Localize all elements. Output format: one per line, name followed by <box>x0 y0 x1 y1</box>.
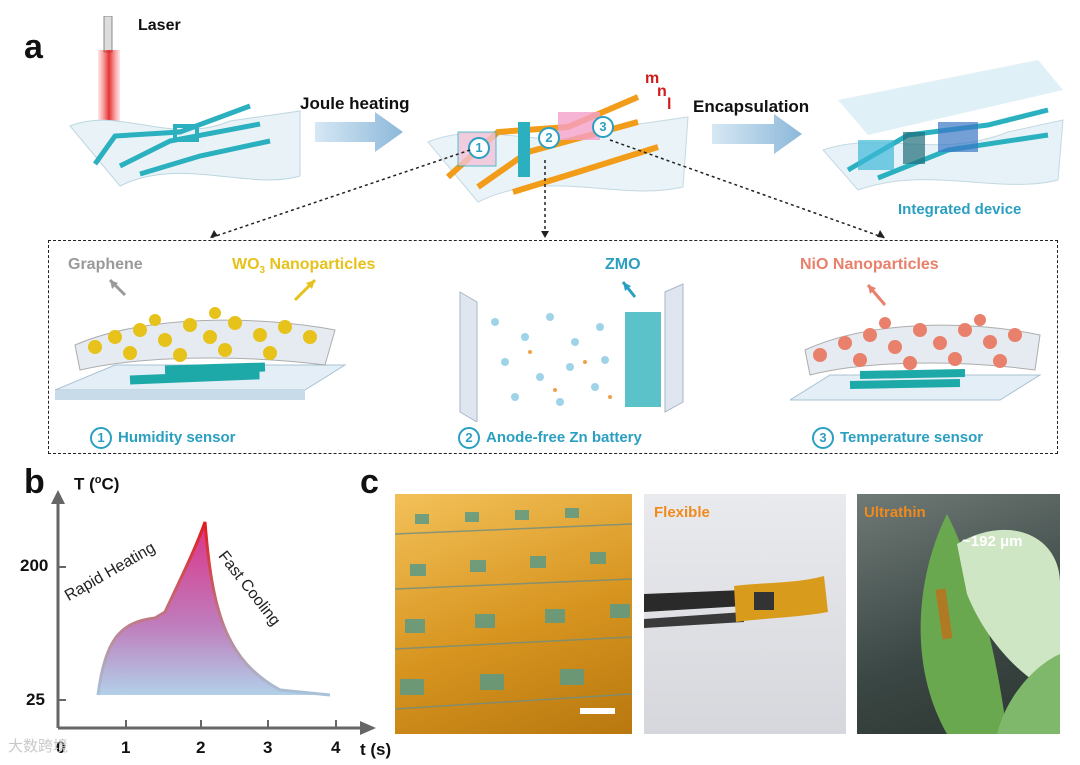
x-tick-2: 2 <box>196 738 206 757</box>
electrode-label-l: l <box>667 96 672 113</box>
marker-3: 3 <box>592 116 614 138</box>
device-array-photo <box>395 494 632 734</box>
panel-c-letter: c <box>360 463 379 501</box>
x-tick-4: 4 <box>331 738 341 757</box>
encapsulation-arrow <box>712 114 802 154</box>
y-tick-200: 200 <box>20 556 49 575</box>
zoom-connector-lines <box>209 139 886 239</box>
x-tick-0: 0 <box>56 738 66 757</box>
y-tick-25: 25 <box>26 690 45 709</box>
watermark: 大数跨境 <box>8 738 69 755</box>
integrated-device-illustration <box>822 60 1064 191</box>
marker-1: 1 <box>468 137 490 159</box>
caption-2-text: Anode-free Zn battery <box>486 428 642 446</box>
electrode-label-n: n <box>657 83 667 100</box>
ylabel-main: T ( <box>74 474 95 494</box>
zn-battery-illustration <box>459 281 684 422</box>
encapsulation-label: Encapsulation <box>693 97 810 116</box>
ultrathin-label: Ultrathin <box>864 504 926 521</box>
integrated-device-label: Integrated device <box>898 201 1022 218</box>
caption-1-num: 1 <box>90 427 112 449</box>
temperature-sensor-illustration <box>790 284 1042 401</box>
temperature-profile-plot <box>51 490 376 735</box>
joule-heating-arrow <box>315 112 403 152</box>
ylabel-sup: o <box>94 474 102 486</box>
humidity-sensor-illustration <box>55 278 347 400</box>
caption-1-text: Humidity sensor <box>118 428 236 446</box>
x-tick-1: 1 <box>121 738 131 757</box>
caption-3-num: 3 <box>812 427 834 449</box>
laser-label: Laser <box>138 17 181 34</box>
joule-heated-device-illustration <box>427 94 689 203</box>
caption-humidity: 1 Humidity sensor <box>90 427 236 449</box>
caption-battery: 2 Anode-free Zn battery <box>458 427 642 449</box>
laser-writing-illustration <box>69 16 301 187</box>
electrode-label-m: m <box>645 70 660 87</box>
joule-heating-label: Joule heating <box>300 94 410 113</box>
x-axis-label: t (s) <box>360 740 392 759</box>
wo3-sub: 3 <box>259 265 266 277</box>
wo3-main: WO <box>232 256 260 273</box>
x-tick-3: 3 <box>263 738 273 757</box>
wo3-rest: Nanoparticles <box>265 256 376 273</box>
zmo-label: ZMO <box>605 256 641 273</box>
flexible-label: Flexible <box>654 504 710 521</box>
caption-temperature: 3 Temperature sensor <box>812 427 983 449</box>
component-detail-box <box>48 240 1058 454</box>
marker-2: 2 <box>538 127 560 149</box>
ultrathin-device-photo <box>857 494 1060 734</box>
thickness-label: ~192 μm <box>962 533 1023 550</box>
graphene-label: Graphene <box>68 256 143 273</box>
panel-a-letter: a <box>24 28 43 66</box>
panel-b-letter: b <box>24 463 45 501</box>
wo3-label: WO3 Nanoparticles <box>232 256 375 276</box>
caption-3-text: Temperature sensor <box>840 428 984 446</box>
caption-2-num: 2 <box>458 427 480 449</box>
panel-b-ylabel: T (oC) <box>74 474 119 495</box>
flexible-device-photo <box>644 494 846 734</box>
ylabel-end: C) <box>101 474 120 494</box>
nio-label: NiO Nanoparticles <box>800 256 939 273</box>
